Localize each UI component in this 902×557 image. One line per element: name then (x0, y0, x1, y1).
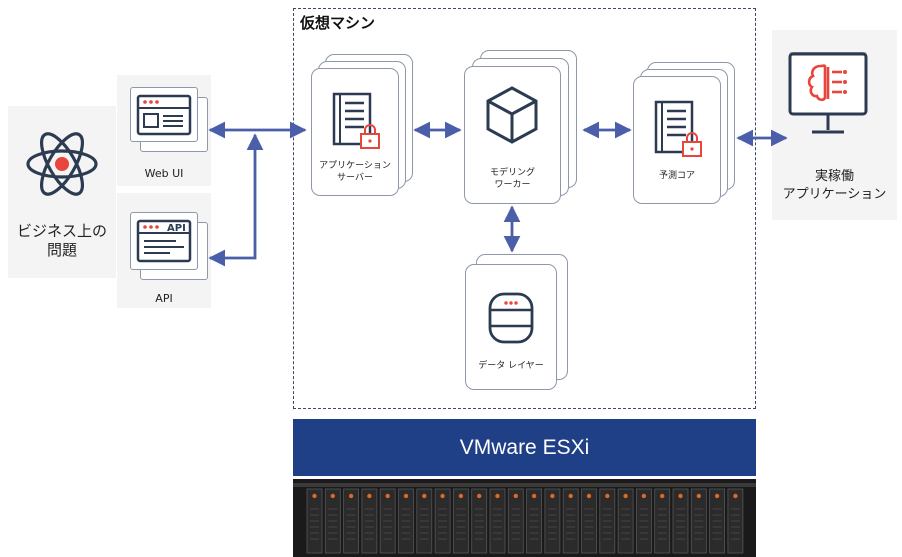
monitor-brain-icon (788, 52, 868, 134)
drive-led (458, 493, 464, 499)
drive-led (495, 493, 500, 499)
business-problem-label: ビジネス上の 問題 (16, 222, 107, 259)
api-label: API (155, 292, 173, 305)
drive-led (660, 493, 665, 499)
drive-led (586, 493, 592, 499)
server-lock-icon-prediction (654, 100, 702, 157)
esxi-label: VMware ESXi (459, 435, 590, 459)
api-badge-text: API (167, 223, 186, 234)
esxi-bar: VMware ESXi (293, 419, 756, 476)
browser-window-icon (136, 94, 192, 136)
virtual-machine-title: 仮想マシン (300, 14, 376, 32)
server-lock-icon (332, 92, 380, 149)
web-ui-label: Web UI (144, 167, 184, 180)
arrow-api-junction (208, 133, 264, 267)
drive-led (696, 493, 701, 499)
api-window-icon: API (136, 219, 192, 263)
drive-led (403, 493, 409, 499)
virtual-machine-boundary (293, 8, 756, 409)
data-layer-label: データ レイヤー (478, 361, 544, 371)
drive-led (550, 493, 555, 499)
drive-led (678, 493, 683, 499)
drive-led (385, 493, 390, 499)
drive-led (477, 493, 482, 499)
server-hardware-image (293, 479, 756, 557)
drive-led (733, 493, 738, 499)
drive-led (714, 493, 720, 499)
business-problem-panel (8, 106, 116, 278)
app-server-label: アプリケーション サーバー (319, 161, 391, 183)
drive-led (367, 493, 372, 499)
production-app-label: 実稼働 アプリケーション (782, 169, 887, 202)
modeling-worker-label: モデリング ワーカー (489, 168, 535, 190)
drive-led (531, 493, 537, 499)
drive-led (605, 493, 610, 499)
drive-led (330, 493, 335, 499)
drive-led (440, 493, 445, 499)
server-drive-bays (293, 479, 756, 557)
drive-led (348, 493, 354, 499)
drive-led (568, 493, 573, 499)
cube-icon (486, 86, 538, 144)
drive-led (623, 493, 628, 499)
drive-led (312, 493, 317, 499)
atom-icon (26, 132, 98, 196)
drive-led (641, 493, 647, 499)
drive-led (513, 493, 518, 499)
prediction-core-label: 予測コア (658, 171, 695, 181)
database-icon (488, 292, 534, 344)
drive-led (422, 493, 427, 499)
